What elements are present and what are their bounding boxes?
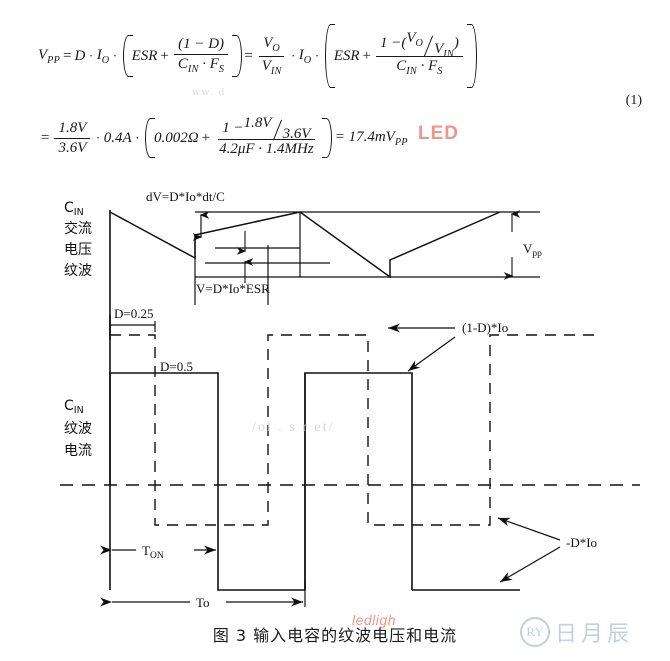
eq1-dot-2: ·	[112, 48, 118, 63]
current-waveform-d025-b	[355, 334, 600, 526]
label-trough-current: -D*Io	[566, 535, 597, 550]
eq1-plus-2: +	[362, 47, 371, 64]
eq2-result: = 17.4mVPP	[334, 128, 408, 148]
eq2-dot-1: ·	[95, 130, 101, 145]
eq1-vpp: VPP	[38, 46, 61, 66]
eq1-fraction-1: (1 − D) CIN · FS	[174, 36, 229, 76]
label-ton-text: TON	[142, 543, 164, 561]
eq1-group-1: ESR + (1 − D) CIN · FS	[121, 33, 243, 79]
annotation-dv: dV=D*Io*dt/C	[146, 189, 225, 204]
trough-arrow-solid	[499, 546, 561, 583]
eq2-num-vout: 1.8V	[243, 114, 272, 131]
peak-arrow-solid	[407, 336, 456, 372]
current-axis-label-current: 电流	[64, 443, 92, 459]
voltage-axis-label-ripple: 纹波	[64, 263, 92, 279]
eq1-duty: D	[74, 47, 86, 64]
current-axis-label-ripple: 纹波	[64, 421, 92, 437]
eq1-dot-1: ·	[88, 48, 94, 63]
eq1-io-2: IO	[298, 46, 312, 66]
paren-open-icon-3	[143, 116, 155, 160]
eq1-vin: VIN	[261, 57, 282, 77]
eq2-current: 0.4A	[103, 129, 132, 146]
eq1-plus-1: +	[160, 47, 169, 64]
equation-line-1: VPP = D · IO · ESR + (1 − D) CIN · FS = …	[38, 22, 477, 90]
eq1-frac2-denominator: CIN · FS	[396, 57, 443, 77]
voltage-axis-label-volt: 电压	[64, 242, 92, 258]
eq2-vout: 1.8V	[54, 120, 91, 139]
eq2-dot-2: ·	[135, 130, 140, 145]
paren-close-icon	[230, 33, 243, 79]
paren-open-icon	[121, 33, 133, 79]
ton-label-backdrop	[136, 540, 194, 557]
eq2-num-vin: 3.6V	[282, 125, 311, 142]
trough-arrow-dashed	[497, 517, 561, 541]
label-duty-025: D=0.25	[114, 306, 153, 321]
logo-mark-icon: RY	[520, 617, 550, 647]
eq1-dot-4: ·	[314, 48, 320, 63]
paren-close-icon-2	[465, 22, 477, 90]
site-logo: RY 日月辰	[520, 616, 633, 648]
waveform-diagram: dV=D*Io*dt/C V=D*Io*ESR Vpp CIN 交流 电压 纹波…	[0, 185, 670, 610]
eq2-fraction-volts: 1.8V 3.6V	[54, 120, 91, 157]
logo-text: 日月辰	[555, 621, 634, 646]
eq2-vin: 3.6V	[58, 139, 87, 156]
eq2-equals: =	[41, 129, 50, 146]
eq1-esr-2: ESR	[333, 47, 360, 64]
current-axis-label-cin: CIN	[64, 398, 84, 416]
eq1-frac1-denominator: CIN · FS	[177, 56, 225, 76]
slash-icon-2	[273, 119, 282, 138]
eq1-fraction-vo-vin: VO VIN	[258, 35, 286, 77]
eq1-frac1-numerator: (1 − D)	[174, 36, 229, 56]
eq1-io: IO	[96, 46, 110, 66]
current-waveform-d05	[109, 372, 413, 591]
eq2-plus: +	[201, 129, 211, 146]
figure-caption: 图 3 输入电容的纹波电压和电流	[212, 626, 458, 645]
voltage-ripple-waveform	[109, 211, 501, 279]
label-peak-current: (1-D)*Io	[462, 320, 508, 335]
voltage-axis-label-ac: 交流	[64, 220, 92, 237]
eq1-dot-3: ·	[290, 48, 296, 63]
annotation-esr: V=D*Io*ESR	[196, 281, 270, 296]
paren-close-icon-3	[320, 116, 332, 160]
eq1-equals: =	[63, 47, 72, 64]
eq1-esr: ESR	[131, 47, 158, 64]
voltage-axis-label-cin: CIN	[64, 200, 84, 218]
eq2-frac-denominator: 4.2μF · 1.4MHz	[219, 140, 314, 157]
eq1-vo: VO	[259, 35, 284, 57]
equation-number: (1)	[625, 93, 642, 108]
label-period: To	[196, 595, 210, 610]
equation-block: VPP = D · IO · ESR + (1 − D) CIN · FS = …	[0, 0, 670, 185]
eq1-equals-2: =	[244, 47, 253, 64]
period-label-backdrop	[190, 592, 226, 609]
label-duty-05: D=0.5	[160, 359, 193, 374]
slash-icon	[424, 35, 433, 54]
eq2-esr-value: 0.002Ω	[154, 129, 199, 146]
annotation-vpp: Vpp	[523, 241, 542, 259]
led-watermark-top: LED	[418, 123, 459, 144]
current-waveform-d025-a	[110, 334, 355, 526]
paren-open-icon-2	[323, 22, 335, 90]
